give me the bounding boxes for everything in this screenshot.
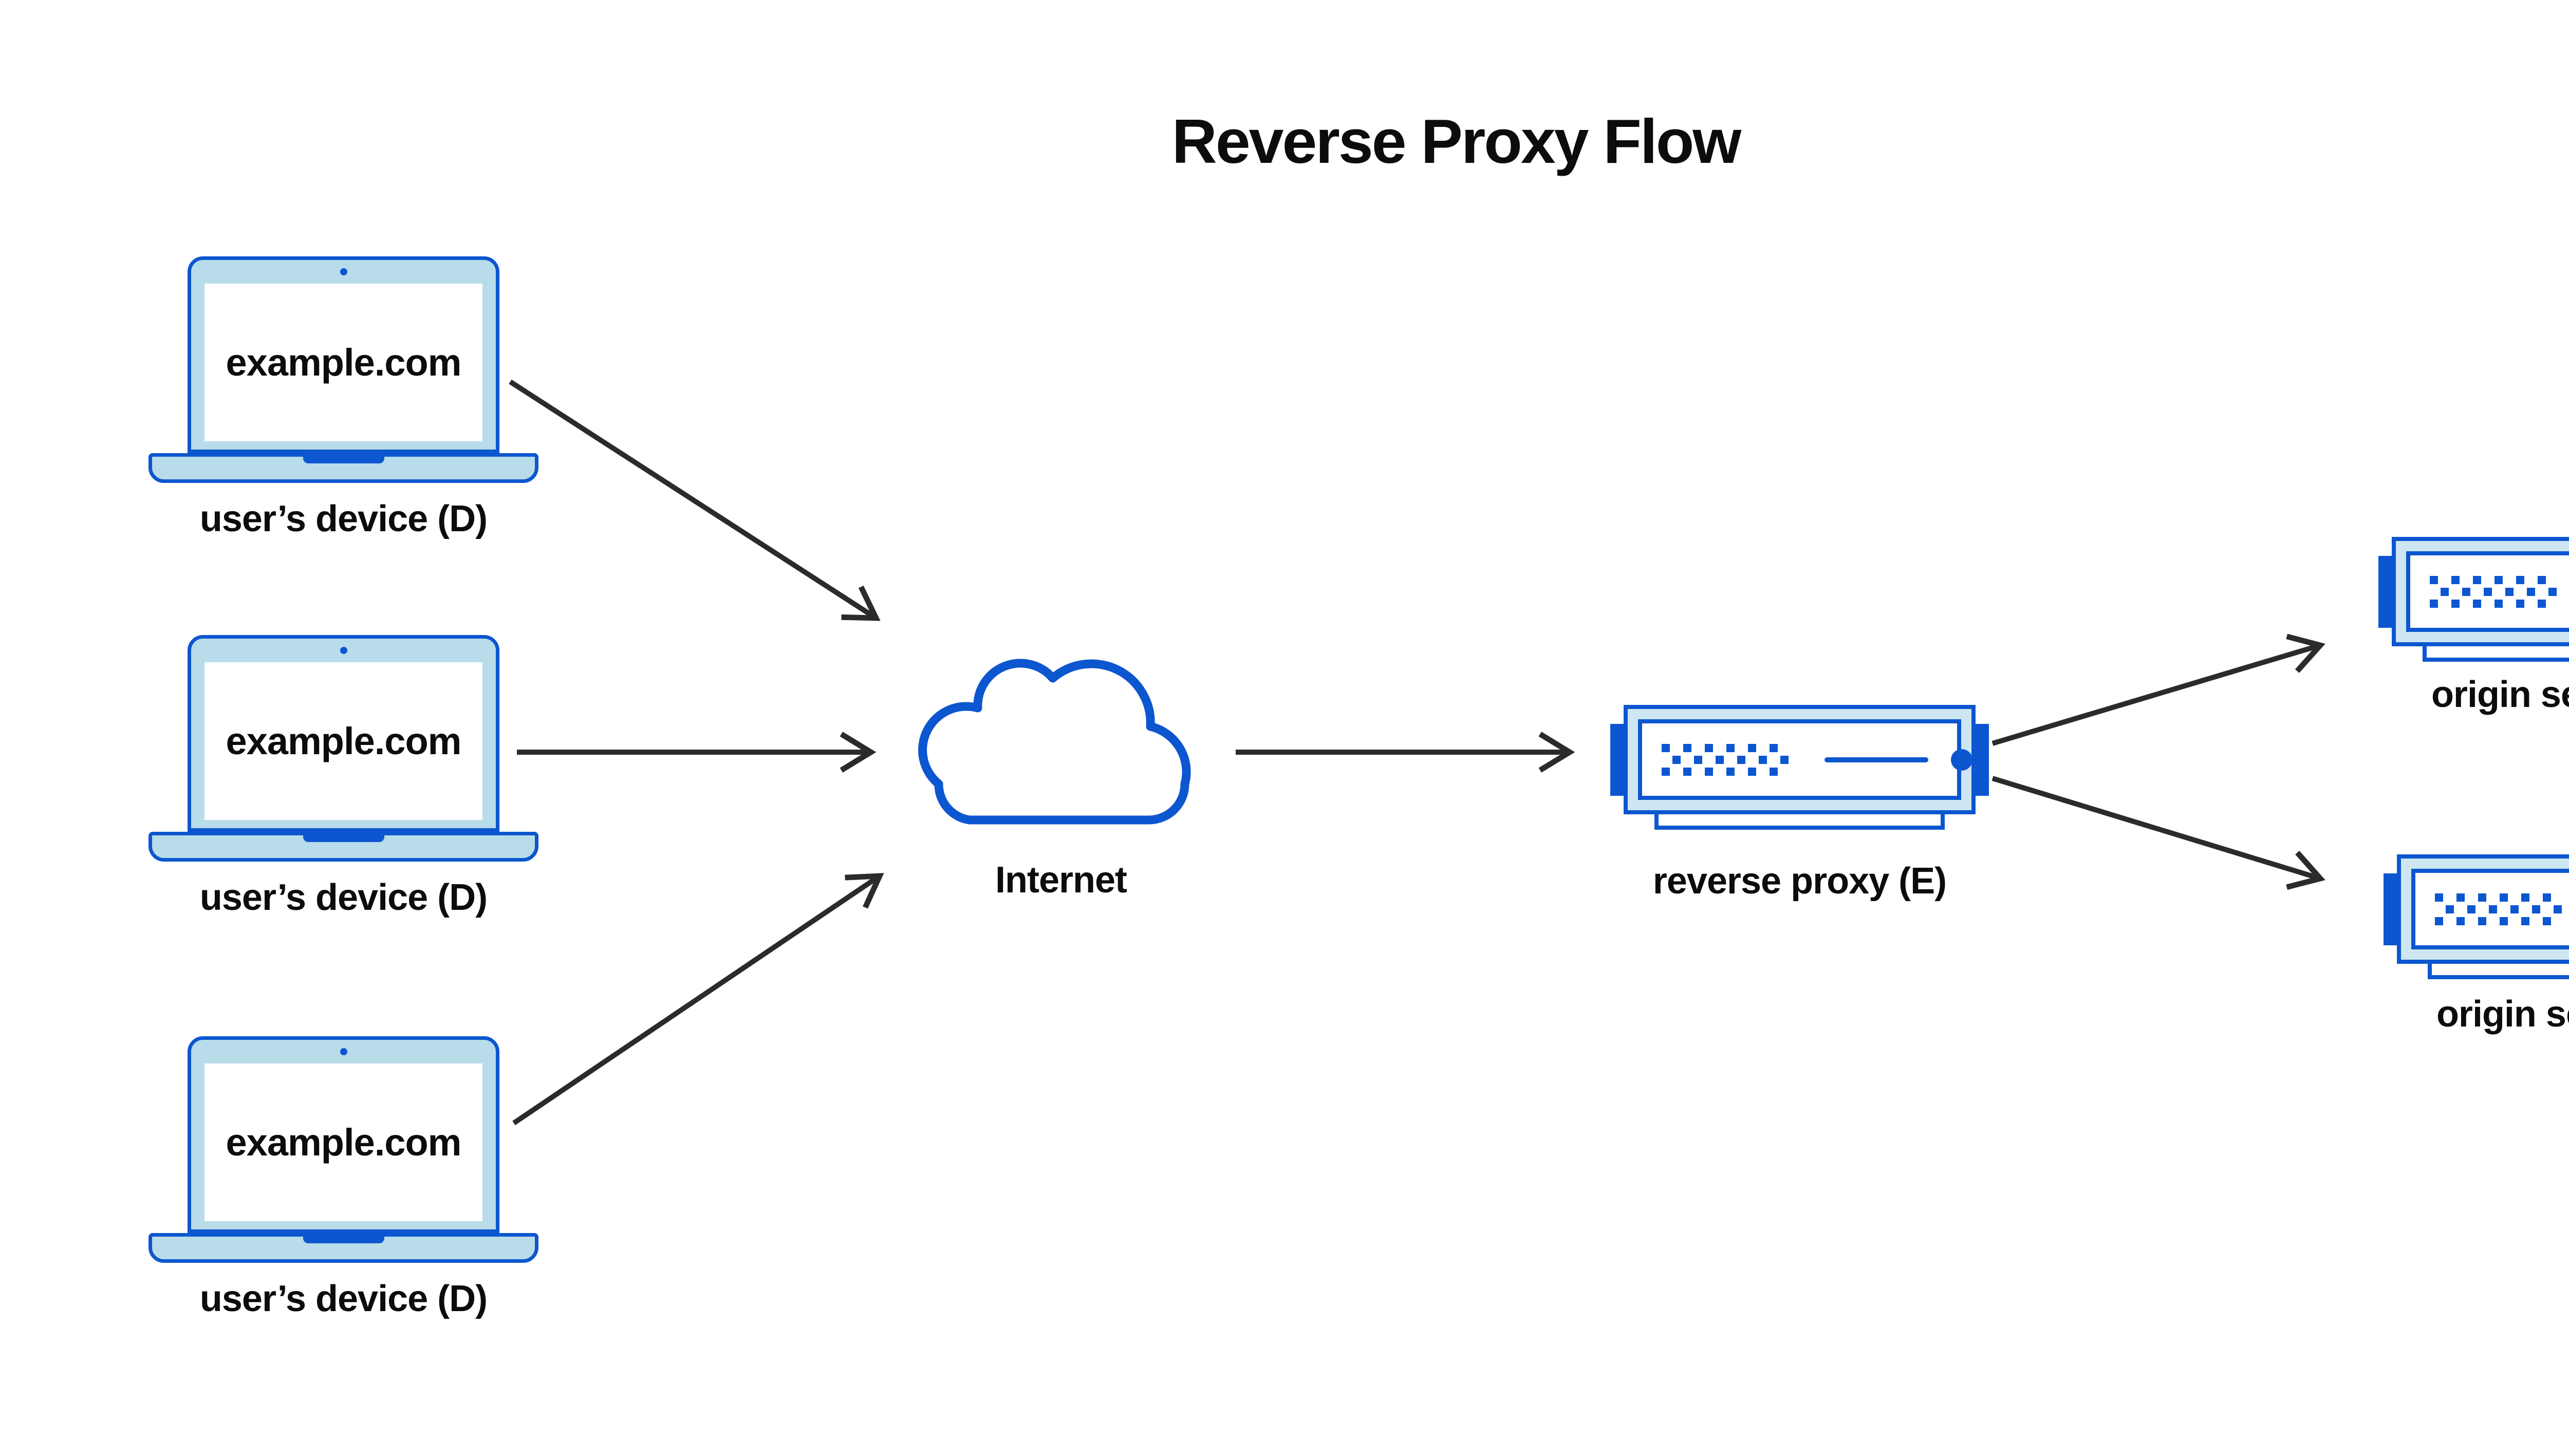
page-title: Reverse Proxy Flow: [1171, 106, 1742, 176]
camera-dot-icon: [340, 647, 347, 654]
internet-node: [918, 651, 1204, 828]
origin-server-node-2: origin server (F): [2384, 854, 2569, 1035]
laptop-base: [148, 832, 538, 862]
laptop-icon: example.com: [188, 1036, 499, 1233]
origin-server-label: origin server (F): [2431, 674, 2569, 715]
user-device-1: example.com user’s device (D): [148, 256, 538, 544]
server-slot-icon: [1825, 757, 1928, 762]
camera-dot-icon: [340, 1048, 347, 1055]
arrow-device1-to-internet: [509, 379, 881, 621]
laptop-screen-text: example.com: [204, 662, 482, 820]
server-faceplate: [2411, 869, 2569, 949]
internet-cloud-icon: [918, 659, 1191, 825]
laptop-notch: [303, 835, 384, 842]
device-label: user’s device (D): [199, 1278, 488, 1319]
server-dots-icon: [1662, 743, 1789, 776]
server-icon: [2392, 537, 2569, 646]
device-label: user’s device (D): [199, 877, 488, 918]
reverse-proxy-node: reverse proxy (E): [1610, 705, 1989, 902]
laptop-base: [148, 453, 538, 483]
laptop-notch: [303, 456, 384, 463]
user-device-3: example.com user’s device (D): [148, 1036, 538, 1324]
user-device-2: example.com user’s device (D): [148, 635, 538, 923]
camera-dot-icon: [340, 268, 347, 275]
laptop-icon: example.com: [188, 635, 499, 832]
origin-server-label: origin server (F): [2436, 994, 2569, 1035]
laptop-icon: example.com: [188, 256, 499, 453]
laptop-notch: [303, 1236, 384, 1243]
laptop-base: [148, 1233, 538, 1263]
server-dots-icon: [2430, 575, 2557, 608]
laptop-screen-text: example.com: [204, 1063, 482, 1221]
server-led-icon: [1951, 749, 1972, 771]
laptop-screen-text: example.com: [204, 284, 482, 441]
reverse-proxy-label: reverse proxy (E): [1652, 861, 1947, 902]
arrow-device3-to-internet: [512, 873, 884, 1126]
server-icon: [2397, 854, 2569, 964]
device-label: user’s device (D): [199, 498, 488, 539]
arrow-proxy-to-origin2: [1991, 776, 2325, 890]
server-faceplate: [1638, 719, 1972, 800]
origin-server-node-1: origin server (F): [2378, 537, 2569, 715]
server-icon: [1624, 705, 1976, 814]
server-dots-icon: [2435, 893, 2562, 925]
arrow-proxy-to-origin1: [1991, 633, 2325, 746]
internet-label: Internet: [995, 860, 1127, 901]
server-faceplate: [2406, 551, 2569, 632]
